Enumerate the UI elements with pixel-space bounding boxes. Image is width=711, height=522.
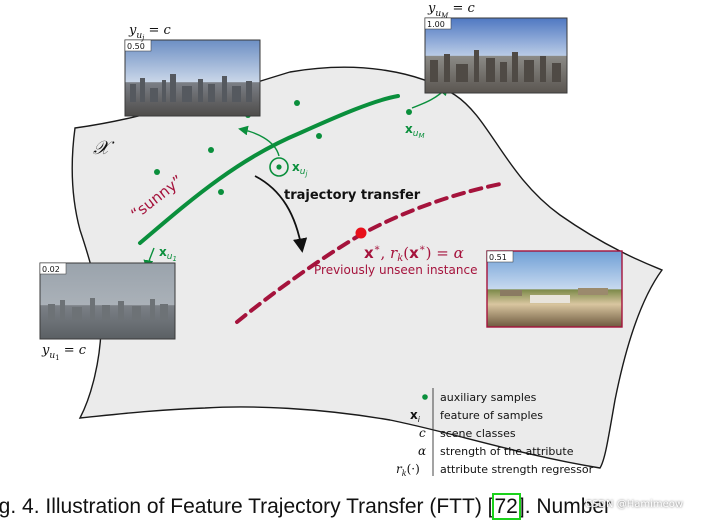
- photo-u1-value: 0.02: [42, 265, 60, 274]
- photo-um-value: 1.00: [427, 20, 445, 29]
- legend: auxiliary samples xi feature of samples …: [396, 388, 594, 478]
- legend-symbol-rk: rk(·): [396, 462, 420, 478]
- trajectory-transfer-arrow: [254, 175, 308, 253]
- auxiliary-sample: [218, 189, 224, 195]
- legend-text-4: attribute strength regressor: [440, 463, 594, 476]
- legend-symbol-c: c: [419, 426, 426, 440]
- photo-uj: 0.50: [124, 39, 261, 117]
- auxiliary-sample: [294, 100, 300, 106]
- photo-uj-caption: yuj = c: [128, 23, 172, 42]
- photo-u1-caption: yu1 = c: [41, 343, 87, 362]
- legend-text-1: feature of samples: [440, 409, 543, 422]
- caption-suffix: ]. Number: [518, 495, 612, 518]
- trajectory-transfer-label: trajectory transfer: [284, 188, 421, 203]
- photo-um-caption: yuM = c: [427, 1, 476, 20]
- auxiliary-sample: [208, 147, 214, 153]
- photo-new-value: 0.51: [489, 253, 507, 262]
- auxiliary-sample: [316, 133, 322, 139]
- sunny-trajectory: [138, 94, 400, 245]
- new-instance-point: [355, 227, 367, 239]
- legend-text-0: auxiliary samples: [440, 391, 537, 404]
- new-instance-label: x∗, rk(x∗) = α: [364, 243, 464, 264]
- legend-symbol-alpha: α: [418, 444, 426, 458]
- manifold-surface: [71, 66, 664, 469]
- arrow-xuj-to-photo: [238, 125, 280, 157]
- figure-caption: ig. 4. Illustration of Feature Trajector…: [0, 493, 612, 520]
- legend-text-3: strength of the attribute: [440, 445, 574, 458]
- legend-symbol-dot: [422, 394, 428, 400]
- legend-symbol-xi: xi: [410, 408, 421, 424]
- caption-prefix: ig. 4. Illustration of Feature Trajector…: [0, 495, 494, 518]
- auxiliary-sample: [406, 109, 412, 115]
- photo-new-instance: 0.51: [486, 250, 623, 328]
- auxiliary-sample: [154, 169, 160, 175]
- sample-xuj-ring: [269, 157, 289, 177]
- photo-um: 1.00: [424, 17, 568, 94]
- photo-u1: 0.02: [39, 262, 176, 340]
- sample-xuj-dot: [276, 164, 282, 170]
- caption-reference-link[interactable]: 72: [491, 493, 521, 520]
- watermark: CSDN @Hamimeow: [585, 499, 684, 510]
- previously-unseen-label: Previously unseen instance: [314, 263, 477, 277]
- photo-uj-value: 0.50: [127, 42, 145, 51]
- legend-text-2: scene classes: [440, 427, 516, 440]
